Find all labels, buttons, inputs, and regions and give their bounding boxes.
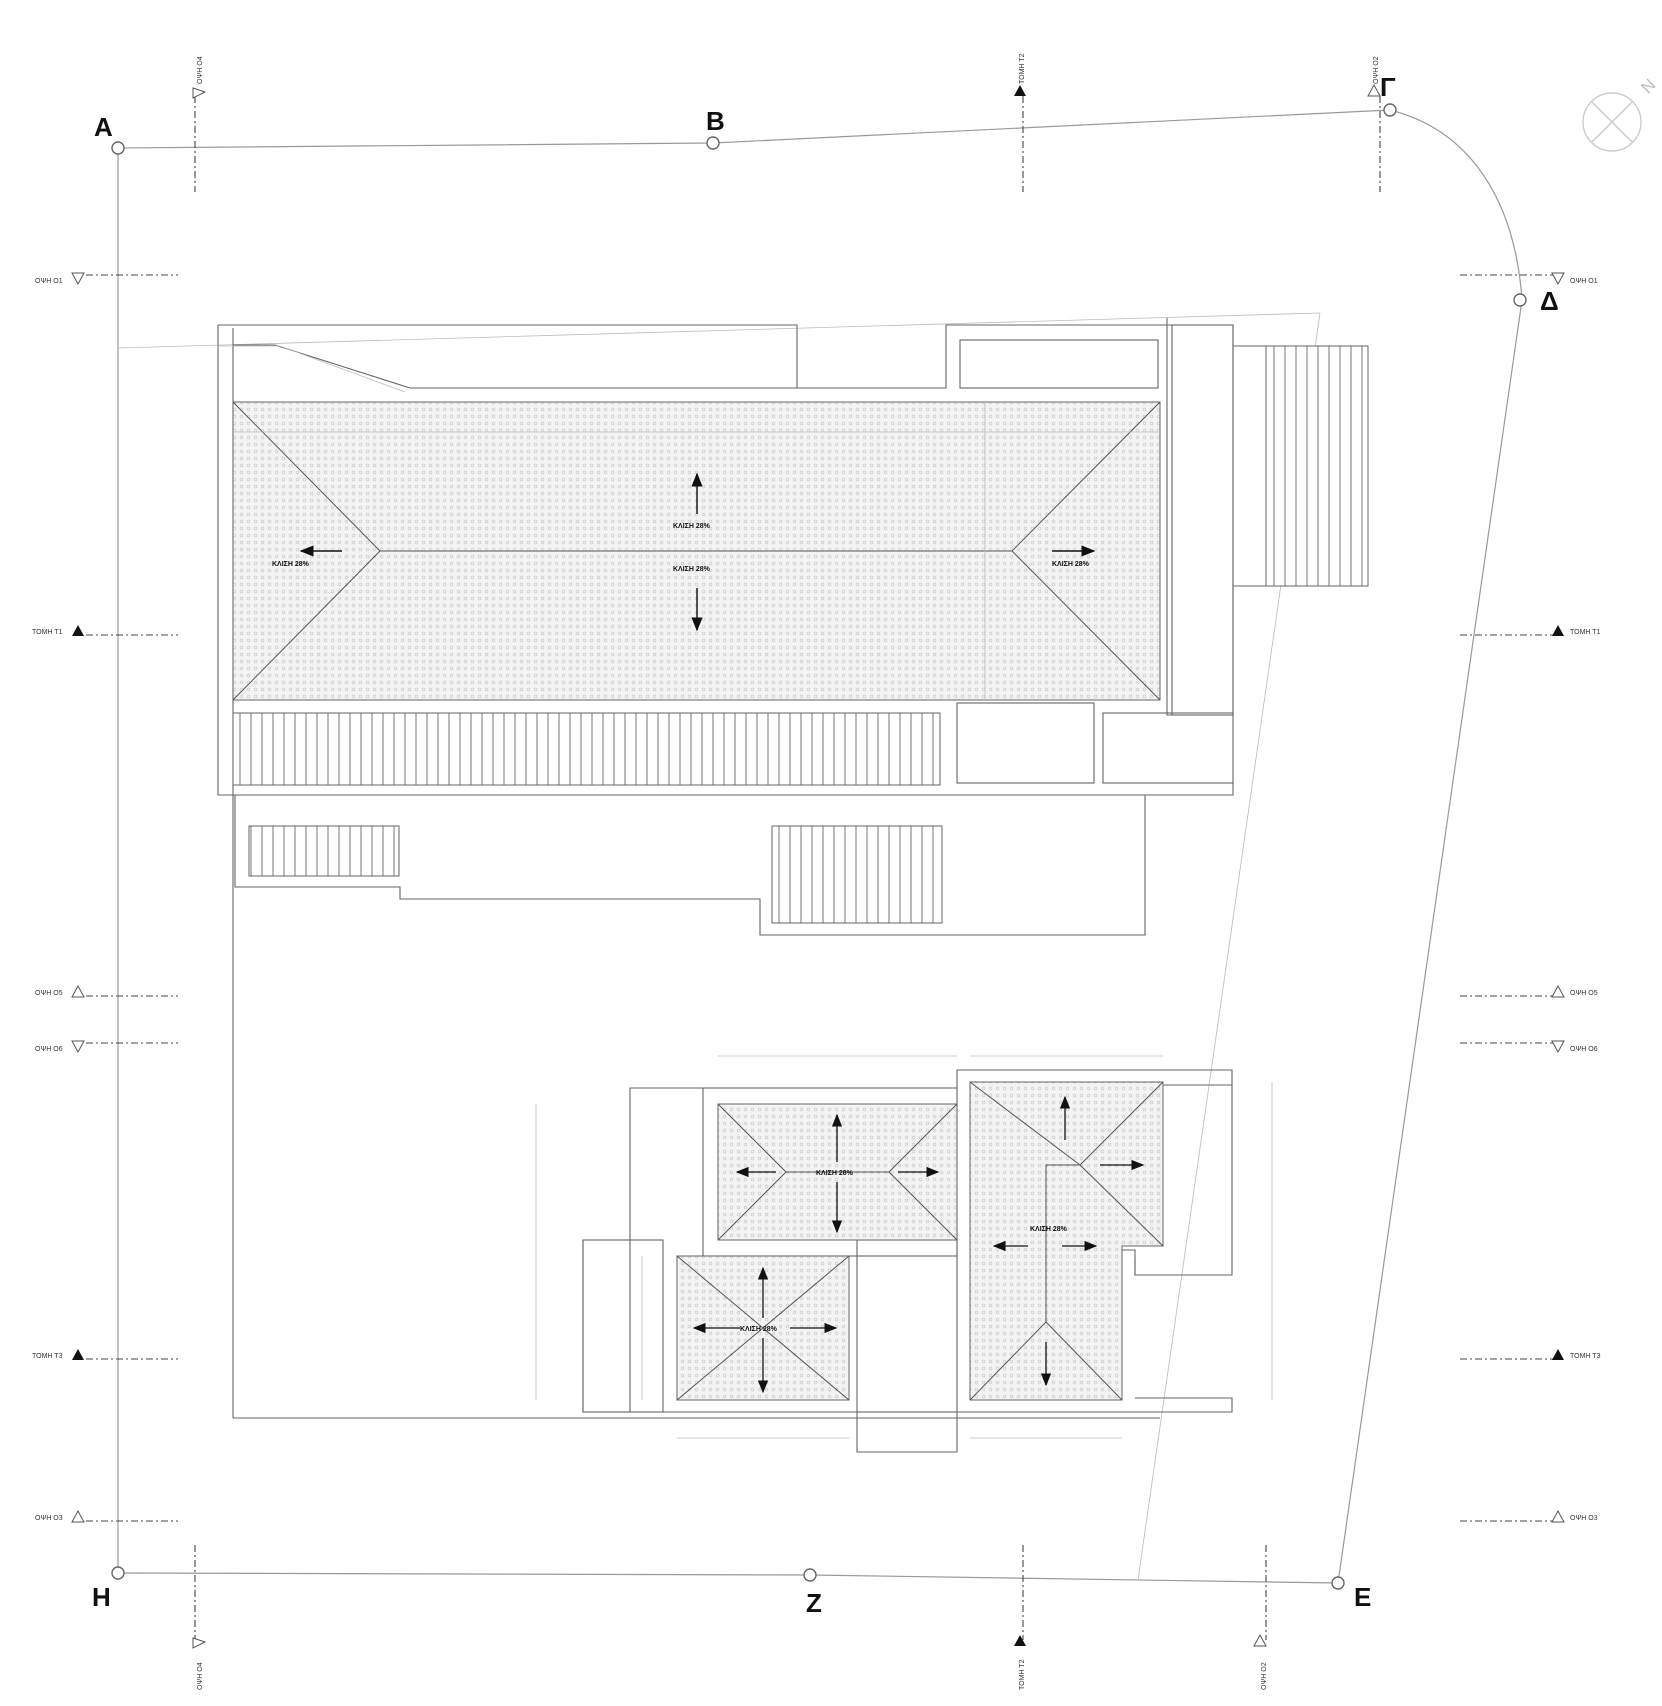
pt-G-circle [1383,103,1397,117]
bottom-marker-label: ΤΟΜΗ Τ2 [1019,1659,1026,1690]
pt-B-label: B [706,106,725,136]
view-triangle [192,87,207,99]
right-marker-label: ΤΟΜΗ Τ1 [1570,629,1601,636]
view-triangle [1551,272,1565,286]
pergola-east [1265,345,1369,587]
roof-slope-label: ΚΛΙΣΗ 28% [1030,1226,1068,1233]
left-marker-label: ΤΟΜΗ Τ1 [32,629,63,636]
roof-slope-label: ΚΛΙΣΗ 28% [673,523,711,530]
left-marker-label: ΟΨΗ Ο5 [35,990,63,997]
right-marker-label: ΤΟΜΗ Τ3 [1570,1353,1601,1360]
pt-A-circle [111,141,125,155]
stair-right [771,825,943,924]
right-marker-label: ΟΨΗ Ο1 [1570,278,1598,285]
pt-Z-label: Z [806,1588,822,1618]
view-triangle [71,272,85,286]
roof-labels: ΚΛΙΣΗ 28% ΚΛΙΣΗ 28% ΚΛΙΣΗ 28% ΚΛΙΣΗ 28% … [272,523,1090,1333]
pt-E-circle [1331,1576,1345,1590]
bottom-marker-label: ΟΨΗ Ο2 [1261,1662,1268,1690]
view-triangle [192,1637,207,1649]
left-marker-label: ΟΨΗ Ο6 [35,1046,63,1053]
marker-triangles [71,83,1565,1649]
pt-B-circle [706,136,720,150]
corner-points: A B Γ Δ E Z H [92,72,1559,1618]
right-marker-label: ΟΨΗ Ο5 [1570,990,1598,997]
section-triangle [1014,1635,1026,1646]
pt-H-circle [111,1566,125,1580]
top-marker-label: ΤΟΜΗ Τ2 [1019,53,1026,84]
view-triangle [71,984,85,998]
pergola-south [232,712,941,786]
right-marker-label: ΟΨΗ Ο6 [1570,1046,1598,1053]
view-triangle [1551,1040,1565,1054]
pt-D-label: Δ [1540,286,1559,316]
marker-labels: ΟΨΗ Ο1 ΤΟΜΗ Τ1 ΟΨΗ Ο5 ΟΨΗ Ο6 ΤΟΜΗ Τ3 ΟΨΗ… [32,53,1601,1690]
pt-A-label: A [94,112,113,142]
section-triangle [72,1349,84,1360]
roof-slope-label: ΚΛΙΣΗ 28% [740,1326,778,1333]
roof-slope-label: ΚΛΙΣΗ 28% [1052,561,1090,568]
roof-slope-label: ΚΛΙΣΗ 28% [816,1170,854,1177]
left-marker-label: ΤΟΜΗ Τ3 [32,1353,63,1360]
pt-E-label: E [1354,1582,1371,1612]
cut-lines [86,96,1560,1640]
dimension-lines [535,1055,1273,1439]
view-triangle [71,1040,85,1054]
pt-G-label: Γ [1380,72,1396,102]
north-label: N [1637,75,1659,97]
roof-slope-label: ΚΛΙΣΗ 28% [673,566,711,573]
section-triangle [1552,1349,1564,1360]
north-arrow: N [1582,75,1660,152]
building-north [217,318,1369,1419]
section-triangle [1014,85,1026,96]
right-marker-label: ΟΨΗ Ο3 [1570,1515,1598,1522]
section-triangle [72,625,84,636]
section-triangle [1552,625,1564,636]
view-triangle [71,1509,85,1523]
top-marker-label: ΟΨΗ Ο2 [1373,56,1380,84]
view-triangle [1551,984,1565,998]
pt-D-circle [1513,293,1527,307]
roof-south-3 [969,1081,1164,1401]
left-marker-label: ΟΨΗ Ο3 [35,1515,63,1522]
building-south [582,1069,1233,1453]
view-triangle [1551,1509,1565,1523]
view-triangle [1253,1633,1267,1647]
stair-left [248,825,400,877]
top-marker-label: ΟΨΗ Ο4 [197,56,204,84]
pt-Z-circle [803,1568,817,1582]
view-triangle [1367,83,1381,97]
left-marker-label: ΟΨΗ Ο1 [35,278,63,285]
bottom-marker-label: ΟΨΗ Ο4 [197,1662,204,1690]
slope-arrows [299,472,1145,1394]
pt-H-label: H [92,1582,111,1612]
roof-slope-label: ΚΛΙΣΗ 28% [272,561,310,568]
